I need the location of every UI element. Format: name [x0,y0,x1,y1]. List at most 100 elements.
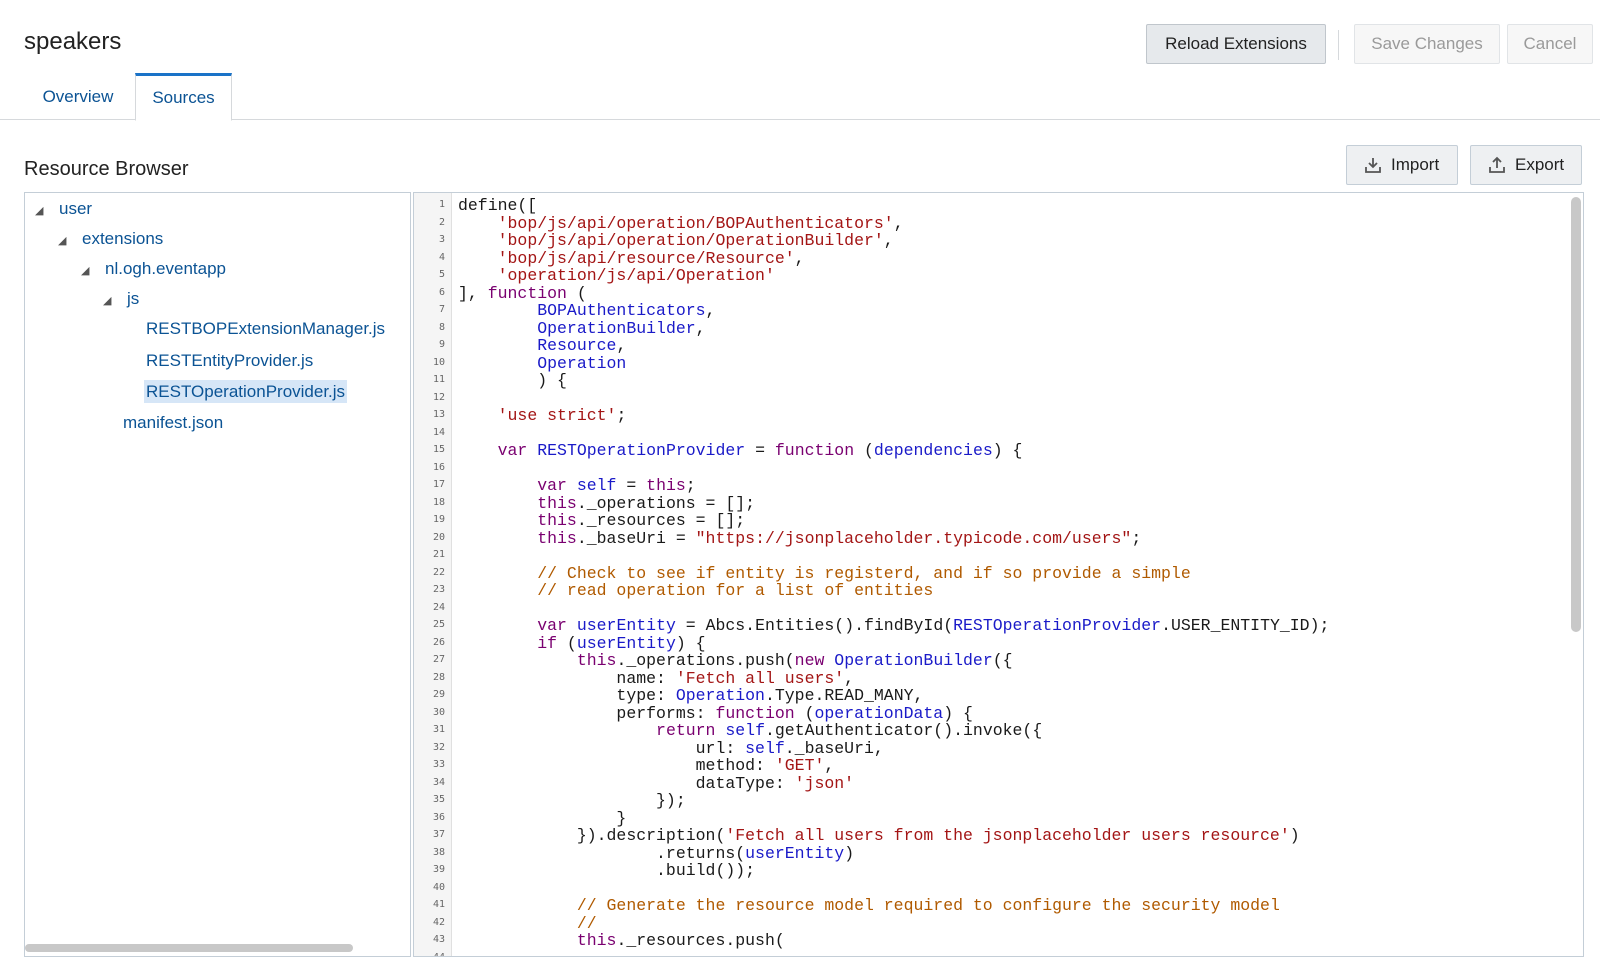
code-line: define([ [458,196,538,215]
line-number: 6 [438,286,445,298]
code-line: ], function ( [458,283,587,303]
line-number: 25 [432,619,445,630]
code-line: Resource, [537,336,627,355]
line-number: 35 [432,794,445,805]
line-number-gutter: 1 2 3 4 5 6 7 8 9 10 11 12 13 14 15 16 1… [414,193,452,956]
code-line: BOPAuthenticators, [537,301,716,320]
resource-tree: ◢ user ◢ extensions ◢ nl.ogh.eventapp ◢js R… [24,192,411,957]
line-number: 41 [432,899,445,910]
code-line: var userEntity = Abcs.Entities().findByI… [537,616,1330,635]
export-label: Export [1515,155,1565,174]
line-number: 26 [432,636,445,648]
line-number: 33 [432,759,445,770]
tree-item-js[interactable]: ◢js [103,289,139,309]
line-number: 23 [432,584,445,595]
line-number: 44 [432,951,445,957]
page-title: speakers [24,28,122,55]
tree-item-label: RESTOperationProvider.js [144,380,348,403]
line-number: 21 [432,549,445,560]
reload-extensions-button[interactable]: Reload Extensions [1146,24,1326,64]
tree-horizontal-scrollbar[interactable] [25,944,353,952]
tree-item-label: nl.ogh.eventapp [105,259,226,278]
tree-item-restoperationprovider[interactable]: RESTOperationProvider.js [144,380,348,403]
line-number: 13 [432,409,445,420]
tree-item-label: RESTBOPExtensionManager.js [146,319,386,338]
line-number: 16 [432,461,445,473]
collapse-triangle-icon[interactable]: ◢ [81,265,90,277]
toolbar-divider [1338,30,1339,60]
export-icon [1489,156,1505,173]
collapse-triangle-icon[interactable]: ◢ [103,295,112,307]
import-button[interactable]: Import [1346,145,1458,185]
tree-item-restbopextensionmanager[interactable]: RESTBOPExtensionManager.js [146,319,385,339]
line-number: 4 [438,251,445,263]
tree-item-label: extensions [82,229,164,248]
line-number: 15 [432,444,445,455]
code-line: var RESTOperationProvider = function (de… [497,441,1023,460]
tree-item-user[interactable]: ◢ user [35,199,92,219]
line-number: 12 [432,391,445,403]
code-editor[interactable]: 1 2 3 4 5 6 7 8 9 10 11 12 13 14 15 16 1… [413,192,1584,957]
line-number: 1 [438,199,445,210]
tree-item-manifest[interactable]: manifest.json [123,413,223,433]
line-number: 40 [432,881,445,893]
tree-item-label: RESTEntityProvider.js [146,351,314,370]
line-number: 5 [438,269,445,280]
cancel-button[interactable]: Cancel [1507,24,1593,64]
line-number: 17 [432,479,445,490]
code-line: return self.getAuthenticator().invoke({ [656,721,1043,740]
line-number: 10 [432,356,445,368]
code-line: } [458,808,627,828]
line-number: 20 [432,531,445,543]
code-line: this._operations.push(new OperationBuild… [576,651,1013,670]
code-line: var self = this; [537,476,696,495]
save-changes-button[interactable]: Save Changes [1354,24,1500,64]
line-number: 18 [432,496,445,508]
line-number: 14 [432,426,445,438]
code-line: url: self._baseUri, [458,738,884,758]
code-line: if (userEntity) { [537,633,706,653]
collapse-triangle-icon[interactable]: ◢ [58,235,67,247]
line-number: 38 [432,846,445,858]
line-number: 11 [432,374,445,385]
line-number: 39 [432,864,445,875]
code-line: .build()); [458,861,756,880]
line-number: 29 [432,689,445,700]
code-line: }); [458,791,686,810]
code-line: }).description('Fetch all users from the… [458,826,1300,845]
code-line: this._resources = []; [537,511,746,530]
tree-item-restentityprovider[interactable]: RESTEntityProvider.js [146,351,313,371]
tab-sources[interactable]: Sources [135,73,232,121]
code-line: 'operation/js/api/Operation' [497,266,775,285]
collapse-triangle-icon[interactable]: ◢ [35,205,44,217]
tree-item-extensions[interactable]: ◢ extensions [58,229,163,249]
tree-item-label: user [59,199,93,218]
import-icon [1365,158,1381,173]
line-number: 7 [438,304,445,315]
code-line: method: 'GET', [458,756,835,775]
line-number: 36 [432,811,445,823]
code-line: name: 'Fetch all users', [458,668,855,688]
line-number: 8 [438,321,445,333]
tree-item-label: manifest.json [123,413,224,432]
tab-overview[interactable]: Overview [42,86,114,106]
code-line: OperationBuilder, [537,318,706,338]
resource-browser-title: Resource Browser [24,158,189,180]
code-line: Operation [537,353,627,373]
export-button[interactable]: Export [1470,145,1582,185]
code-line: this._resources.push( [576,931,785,950]
code-line: 'use strict'; [497,406,627,425]
code-line: type: Operation.Type.READ_MANY, [458,686,924,705]
line-number: 32 [432,741,445,753]
tree-item-nl-ogh-eventapp[interactable]: ◢ nl.ogh.eventapp [81,259,226,279]
line-number: 37 [432,829,445,840]
code-line: this._baseUri = "https://jsonplaceholder… [537,528,1142,548]
code-line: 'bop/js/api/operation/OperationBuilder', [497,231,894,250]
line-number: 24 [432,601,445,613]
line-number: 3 [438,234,445,245]
code-line: // [576,913,597,933]
line-number: 31 [432,724,445,735]
line-number: 9 [438,339,445,350]
code-line: // read operation for a list of entities [537,581,934,600]
editor-vertical-scrollbar[interactable] [1571,197,1581,632]
